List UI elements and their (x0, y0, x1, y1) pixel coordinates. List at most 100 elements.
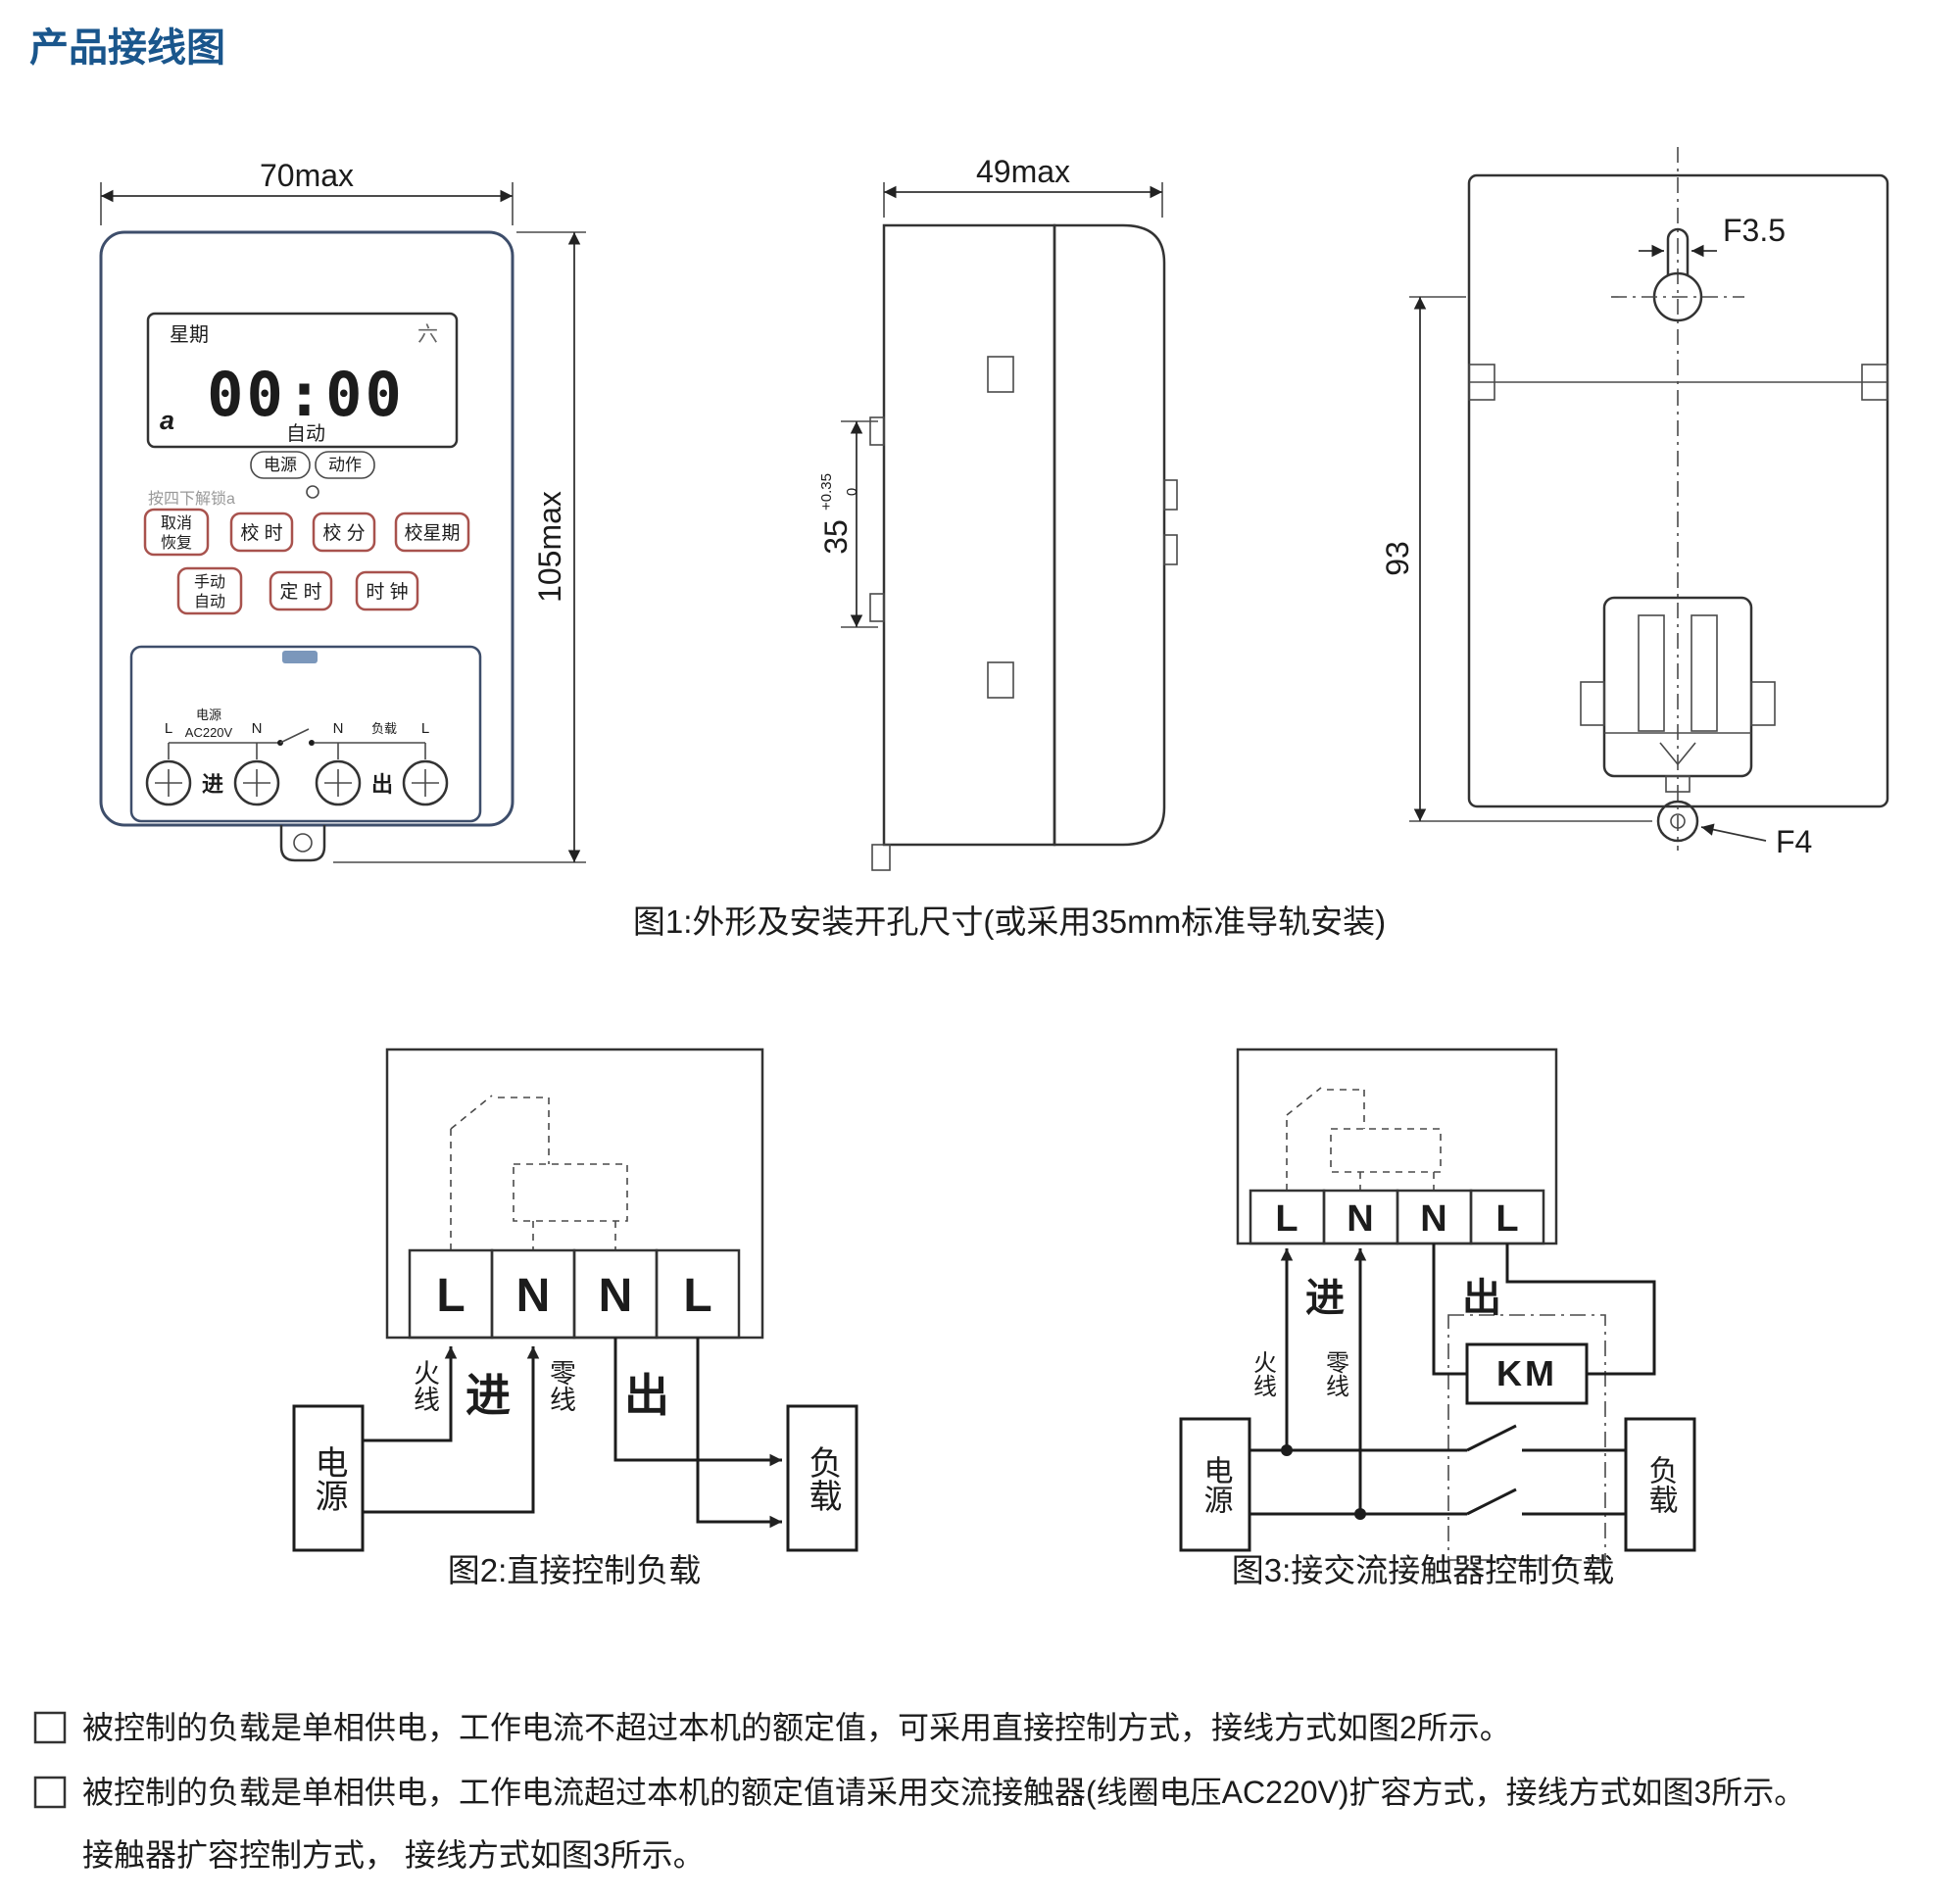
fig2-wires (363, 1338, 782, 1529)
fig2-terminal-label: L (683, 1270, 711, 1322)
fig2-terminals: L N N L (408, 1248, 741, 1340)
dim-back-height-label: 93 (1380, 541, 1415, 576)
dim-hole-top-label: F3.5 (1723, 213, 1786, 248)
note-line: 接触器扩容控制方式， 接线方式如图3所示。 (82, 1837, 705, 1873)
fig2-neutral-label: 零线 (546, 1359, 576, 1412)
terminal-out-label: 出 (371, 772, 393, 797)
fig3-contactor-boundary (1447, 1314, 1606, 1561)
set-hour-button: 校 时 (229, 512, 294, 553)
svg-text:校星期: 校星期 (404, 522, 460, 544)
dim-hole-bottom-label: F4 (1776, 824, 1812, 859)
fig2-internal-relay (450, 1095, 628, 1250)
terminal-n-in-label: N (252, 720, 263, 737)
timer-button: 定 时 (269, 570, 333, 611)
fig3-source-label: 电源 (1200, 1455, 1233, 1514)
fig2-terminal-label: N (599, 1270, 633, 1322)
fig3-km-box (1465, 1342, 1589, 1405)
device-side-body (869, 223, 1178, 871)
fig3-internal-relay (1286, 1087, 1442, 1191)
set-minute-button: 校 分 (312, 512, 376, 553)
manual-auto-button: 手动 自动 (176, 566, 243, 615)
din-rail-clip (1580, 596, 1776, 793)
svg-text:校 分: 校 分 (322, 522, 365, 544)
fig1-back-view: F3.5 F4 (1380, 147, 1889, 859)
fig3-terminal-label: L (1495, 1198, 1518, 1240)
fig3-load-box (1624, 1417, 1696, 1552)
fig1-side-view: 49max 35 +0.35 0 (818, 154, 1178, 871)
terminal-voltage-label: AC220V (185, 725, 233, 740)
fig3-terminal-label: N (1420, 1198, 1446, 1240)
dim-front-height-label: 105max (532, 491, 567, 603)
keyhole-slot (1611, 227, 1744, 322)
lcd-time-value: 00:00 (207, 359, 405, 430)
fig3-neutral-label: 零线 (1322, 1350, 1349, 1397)
svg-text:恢复: 恢复 (161, 534, 192, 552)
fig2-source-box (292, 1404, 365, 1552)
svg-text:定 时: 定 时 (279, 581, 321, 603)
fig3-terminals: L N N L (1249, 1189, 1545, 1245)
lcd-day-value: 六 (417, 323, 438, 346)
terminal-schematic (168, 728, 426, 759)
fig2-source-label: 电源 (310, 1445, 347, 1512)
dim-front-width: 70max (100, 158, 514, 225)
note-line: 被控制的负载是单相供电，工作电流不超过本机的额定值，可采用直接控制方式，接线方式… (82, 1710, 1511, 1745)
fig2-load-label: 负载 (804, 1445, 841, 1512)
back-seam (1468, 364, 1888, 401)
fig2-diagram: L N N L 火线 进 零线 出 电源 负载 图2:直接控制负载 (292, 1048, 858, 1588)
svg-text:取消: 取消 (161, 514, 192, 532)
lcd-display: 星期 六 00:00 a 自动 (146, 312, 459, 449)
fig2-out-label: 出 (624, 1370, 669, 1421)
led-indicators: 电源 动作 (250, 451, 375, 499)
mounting-ear (279, 825, 326, 862)
fig2-load-box (786, 1404, 858, 1552)
terminal-l-in-label: L (165, 720, 172, 737)
fig3-caption: 图3:接交流接触器控制负载 (1232, 1552, 1615, 1588)
fig2-caption: 图2:直接控制负载 (448, 1552, 702, 1588)
terminal-power-label: 电源 (196, 707, 221, 722)
action-led-label: 动作 (328, 456, 362, 474)
page-title: 产品接线图 (29, 26, 225, 70)
fig2-in-label: 进 (466, 1370, 511, 1421)
lcd-mode-label: 自动 (286, 422, 325, 445)
set-week-button: 校星期 (394, 512, 470, 553)
panel-buttons: 取消 恢复 校 时 校 分 校星期 手动 自动 定 时 (143, 508, 470, 615)
fig3-terminal-label: N (1347, 1198, 1373, 1240)
dim-rail: 35 +0.35 0 (818, 420, 878, 628)
fig3-source-box (1179, 1417, 1251, 1552)
dim-rail-tol-lower: 0 (844, 488, 860, 496)
svg-text:时 钟: 时 钟 (366, 581, 408, 603)
note-checkbox (33, 1776, 67, 1809)
lcd-lock-icon: a (160, 406, 174, 435)
dim-front-height: 105max (333, 231, 586, 863)
svg-text:自动: 自动 (194, 593, 225, 610)
svg-text:校 时: 校 时 (240, 522, 282, 544)
bottom-mounting-hole: F4 (1656, 800, 1812, 859)
dim-back-height: 93 (1380, 296, 1652, 822)
fig2-terminal-label: N (516, 1270, 551, 1322)
note-checkbox (33, 1711, 67, 1744)
dim-rail-tol-upper: +0.35 (818, 473, 835, 511)
lcd-week-label: 星期 (170, 324, 209, 346)
dim-rail-label: 35 (818, 519, 854, 555)
unlock-hint: 按四下解锁a (148, 490, 235, 508)
note-line: 被控制的负载是单相供电，工作电流超过本机的额定值请采用交流接触器(线圈电压AC2… (82, 1775, 1805, 1810)
dim-side-width-label: 49max (976, 154, 1070, 189)
cancel-restore-button: 取消 恢复 (143, 508, 210, 557)
fig1-front-view: 70max 105max 星期 六 00:00 a 自动 电源 (99, 158, 586, 863)
fig3-terminal-label: L (1275, 1198, 1298, 1240)
fig3-load-label: 负载 (1644, 1455, 1678, 1514)
svg-text:手动: 手动 (194, 573, 225, 591)
dim-front-width-label: 70max (260, 158, 354, 193)
terminal-screws (145, 759, 449, 806)
fig3-out-label: 出 (1462, 1277, 1501, 1320)
terminal-load-label: 负载 (371, 721, 397, 736)
fig3-in-label: 进 (1305, 1277, 1345, 1320)
dim-hole-top: F3.5 (1639, 213, 1786, 258)
terminal-l-out-label: L (421, 720, 429, 737)
fig3-wires (1250, 1244, 1656, 1520)
power-led-label: 电源 (264, 456, 297, 474)
fig2-terminal-label: L (436, 1270, 465, 1322)
terminal-section: L 电源 AC220V N N 负载 L 进 出 (129, 645, 482, 823)
